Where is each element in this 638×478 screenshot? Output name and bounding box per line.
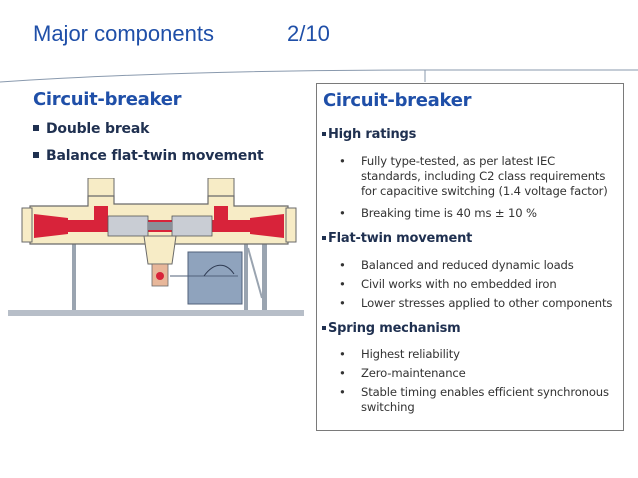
left-bullet-list: Double break Balance flat-twin movement <box>33 120 264 174</box>
slide-page-number: 2/10 <box>287 21 330 46</box>
bullet-item: •Highest reliability <box>339 347 460 361</box>
square-bullet-icon <box>322 132 326 136</box>
square-bullet-icon <box>33 152 39 158</box>
section-title-flat-twin: Flat-twin movement <box>322 231 472 246</box>
section-title-high-ratings: High ratings <box>322 127 416 142</box>
left-bullet-item: Double break <box>33 120 263 147</box>
bullet-item: •Zero-maintenance <box>339 366 466 380</box>
bullet-item: •Stable timing enables efficient synchro… <box>339 385 609 414</box>
circuit-breaker-panel: Circuit-breaker High ratings •Fully type… <box>316 83 624 431</box>
panel-heading: Circuit-breaker <box>323 90 472 111</box>
slide-title: Major components <box>33 21 214 46</box>
square-bullet-icon <box>322 236 326 240</box>
left-bullet-item: Balance flat-twin movement <box>33 147 264 174</box>
bullet-item: •Breaking time is 40 ms ± 10 % <box>339 206 537 220</box>
bullet-item: •Civil works with no embedded iron <box>339 277 557 291</box>
square-bullet-icon <box>33 125 39 131</box>
circuit-breaker-diagram <box>8 178 304 316</box>
bullet-item: •Fully type-tested, as per latest IEC st… <box>339 154 608 198</box>
square-bullet-icon <box>322 326 326 330</box>
left-heading: Circuit-breaker <box>33 89 182 110</box>
bullet-item: •Balanced and reduced dynamic loads <box>339 258 574 272</box>
section-title-spring-mechanism: Spring mechanism <box>322 321 461 336</box>
bullet-item: •Lower stresses applied to other compone… <box>339 296 613 310</box>
header-swoosh <box>0 69 638 83</box>
